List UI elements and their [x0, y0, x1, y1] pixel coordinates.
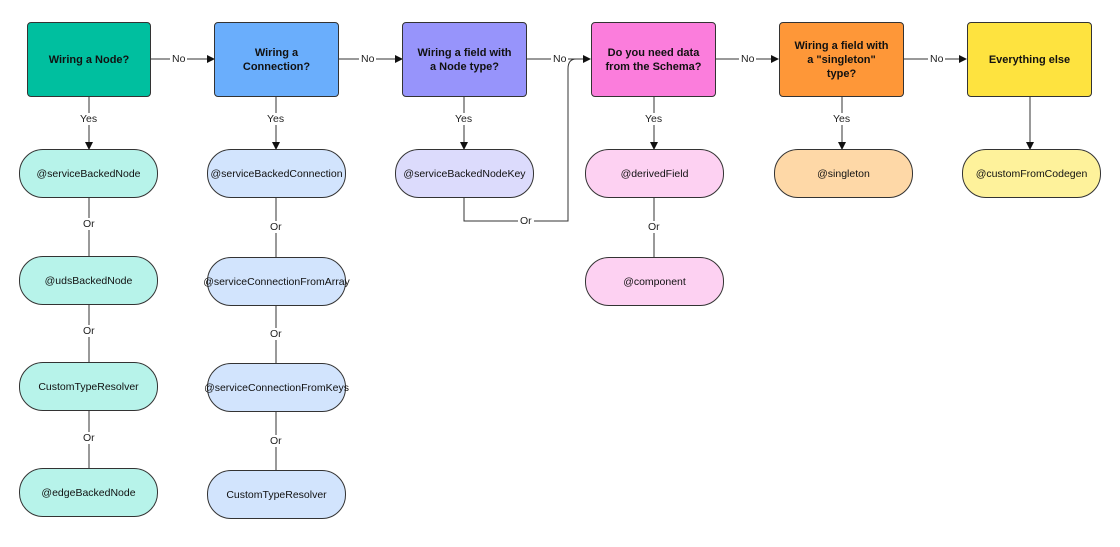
- edge-label-or: Or: [518, 215, 534, 227]
- arrowhead-icon: [1026, 142, 1034, 150]
- arrowhead-icon: [460, 142, 468, 150]
- arrowhead-icon: [650, 142, 658, 150]
- result-derived-field: @derivedField: [585, 149, 724, 198]
- edge-label-no: No: [551, 53, 569, 65]
- edge-label-or: Or: [268, 435, 284, 447]
- decision-wiring-connection: Wiring a Connection?: [214, 22, 339, 97]
- decision-everything-else: Everything else: [967, 22, 1092, 97]
- result-service-backed-node-key: @serviceBackedNodeKey: [395, 149, 534, 198]
- arrowhead-icon: [583, 55, 591, 63]
- result-service-backed-node: @serviceBackedNode: [19, 149, 158, 198]
- decision-wiring-node: Wiring a Node?: [27, 22, 151, 97]
- edge-label-or: Or: [268, 328, 284, 340]
- edge-label-no: No: [739, 53, 757, 65]
- decision-singleton-field: Wiring a field with a "singleton" type?: [779, 22, 904, 97]
- arrowhead-icon: [207, 55, 215, 63]
- edge-or-loop: [463, 58, 577, 222]
- edge-label-yes: Yes: [831, 113, 853, 125]
- edge-label-or: Or: [268, 221, 284, 233]
- result-edge-backed-node: @edgeBackedNode: [19, 468, 158, 517]
- arrowhead-icon: [838, 142, 846, 150]
- edge-label-yes: Yes: [453, 113, 475, 125]
- edge-label-no: No: [170, 53, 188, 65]
- edge-label-no: No: [928, 53, 946, 65]
- result-service-connection-from-keys: @serviceConnectionFromKeys: [204, 363, 349, 412]
- arrowhead-icon: [395, 55, 403, 63]
- arrowhead-icon: [272, 142, 280, 150]
- result-service-backed-connection: @serviceBackedConnection: [207, 149, 346, 198]
- arrowhead-icon: [85, 142, 93, 150]
- result-uds-backed-node: @udsBackedNode: [19, 256, 158, 305]
- edge-label-yes: Yes: [643, 113, 665, 125]
- edge-label-or: Or: [81, 325, 97, 337]
- result-singleton: @singleton: [774, 149, 913, 198]
- edge-label-or: Or: [646, 221, 662, 233]
- result-service-connection-from-array: @serviceConnectionFromArray: [203, 257, 350, 306]
- arrowhead-icon: [959, 55, 967, 63]
- edge-label-yes: Yes: [265, 113, 287, 125]
- decision-schema-data: Do you need data from the Schema?: [591, 22, 716, 97]
- result-component: @component: [585, 257, 724, 306]
- edge-label-or: Or: [81, 218, 97, 230]
- arrowhead-icon: [771, 55, 779, 63]
- edge-label-or: Or: [81, 432, 97, 444]
- decision-wiring-node-type-field: Wiring a field with a Node type?: [402, 22, 527, 97]
- edge-label-yes: Yes: [78, 113, 100, 125]
- result-custom-type-resolver: CustomTypeResolver: [19, 362, 158, 411]
- result-custom-from-codegen: @customFromCodegen: [962, 149, 1101, 198]
- result-custom-type-resolver: CustomTypeResolver: [207, 470, 346, 519]
- edge-label-no: No: [359, 53, 377, 65]
